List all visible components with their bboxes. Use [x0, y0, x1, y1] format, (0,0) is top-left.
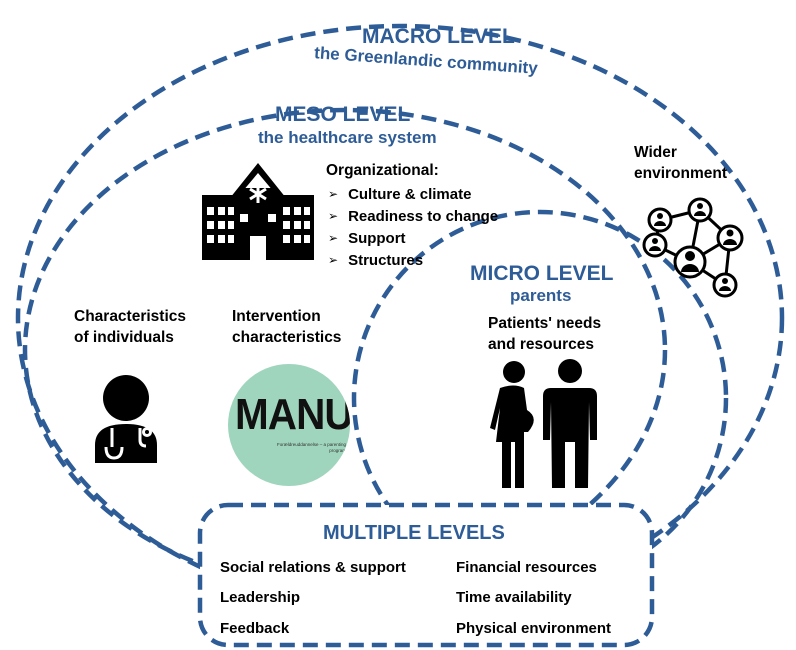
factor-left: Social relations & support: [220, 559, 406, 576]
hospital-icon: [202, 163, 314, 260]
multiple-levels-title: MULTIPLE LEVELS: [323, 522, 505, 544]
organizational-list: Culture & climate Readiness to change Su…: [328, 184, 498, 272]
parents-icon: [490, 359, 597, 488]
macro-level-title: MACRO LEVEL: [362, 25, 515, 48]
micro-level-circle: [351, 209, 729, 587]
wider-environment-label: Wider environment: [634, 144, 728, 182]
organizational-item: Support: [328, 228, 498, 250]
factor-left: Feedback: [220, 620, 290, 637]
manu-logo: MANU Forældreuddannelse – a parenting pr…: [228, 364, 350, 486]
patients-label: Patients' needs and resources: [488, 315, 602, 353]
organizational-item: Readiness to change: [328, 206, 498, 228]
factor-right: Time availability: [456, 589, 572, 606]
multiple-levels-box: [197, 502, 655, 648]
intervention-label: Intervention characteristics: [232, 308, 342, 346]
meso-level-subtitle: the healthcare system: [258, 128, 437, 147]
doctor-icon: [95, 375, 157, 463]
manu-logo-word: MANU: [235, 390, 350, 439]
network-icon: [642, 197, 744, 298]
meso-level-title: MESO LEVEL: [275, 103, 411, 126]
factor-right: Physical environment: [456, 620, 612, 637]
micro-level-title: MICRO LEVEL: [470, 262, 614, 285]
organizational-heading: Organizational:: [326, 162, 439, 179]
individuals-label: Characteristics of individuals: [74, 308, 187, 346]
factor-left: Leadership: [220, 589, 301, 606]
organizational-item: Structures: [328, 250, 498, 272]
manu-logo-tagline: Forældreuddannelse – a parenting program: [276, 442, 346, 453]
factor-right: Financial resources: [456, 559, 597, 576]
organizational-item: Culture & climate: [328, 184, 498, 206]
micro-level-subtitle: parents: [510, 286, 572, 305]
